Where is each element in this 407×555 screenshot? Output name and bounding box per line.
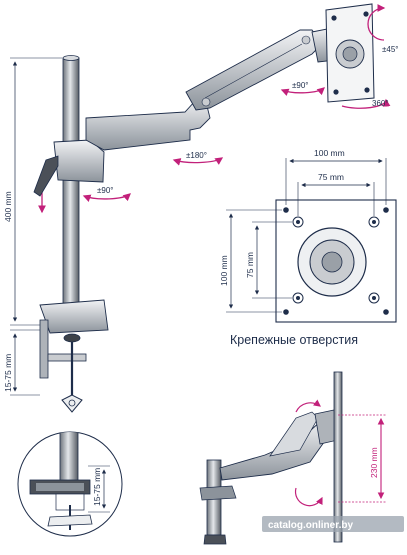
main-mount: 400 mm	[3, 3, 399, 413]
arm-swivel-label: ±180°	[186, 151, 207, 160]
rotation-arrows: ±45° ±90° 360° ±180° ±90°	[82, 4, 399, 202]
vesa-outer-height-label: 100 mm	[219, 255, 229, 286]
side-view: 230 mm	[199, 371, 386, 545]
watermark-text: catalog.onliner.by	[268, 520, 353, 531]
vesa-detail: 100 mm 75 mm 100 mm 75 mm Крепежные отве…	[219, 148, 397, 347]
arm-reach-label: 230 mm	[369, 447, 379, 478]
vesa-plate	[325, 3, 375, 103]
desk-clamp	[39, 299, 109, 413]
pole-collar	[33, 139, 105, 197]
pole-swivel-label: ±90°	[97, 186, 114, 195]
head-swivel-label: ±90°	[292, 81, 309, 90]
tilt-label: ±45°	[382, 45, 399, 54]
clamp-range-dimension: 15-75 mm	[3, 329, 40, 396]
monitor-side	[333, 371, 343, 543]
watermark: catalog.onliner.by	[262, 516, 404, 532]
vesa-inner-height-label: 75 mm	[245, 252, 255, 278]
pole	[62, 57, 80, 309]
head-rotate-label: 360°	[372, 99, 389, 108]
pole-height-label: 400 mm	[3, 191, 13, 222]
vesa-inner-width-label: 75 mm	[318, 172, 344, 182]
detail-clamp-range-label: 15-75 mm	[92, 468, 102, 506]
vesa-caption: Крепежные отверстия	[230, 333, 358, 347]
clamp-range-label: 15-75 mm	[3, 354, 13, 392]
pole-height-dimension: 400 mm	[3, 57, 62, 326]
vesa-outer-width-label: 100 mm	[314, 148, 345, 158]
clamp-detail: 15-75 mm	[17, 431, 123, 537]
lower-arm	[85, 97, 211, 151]
